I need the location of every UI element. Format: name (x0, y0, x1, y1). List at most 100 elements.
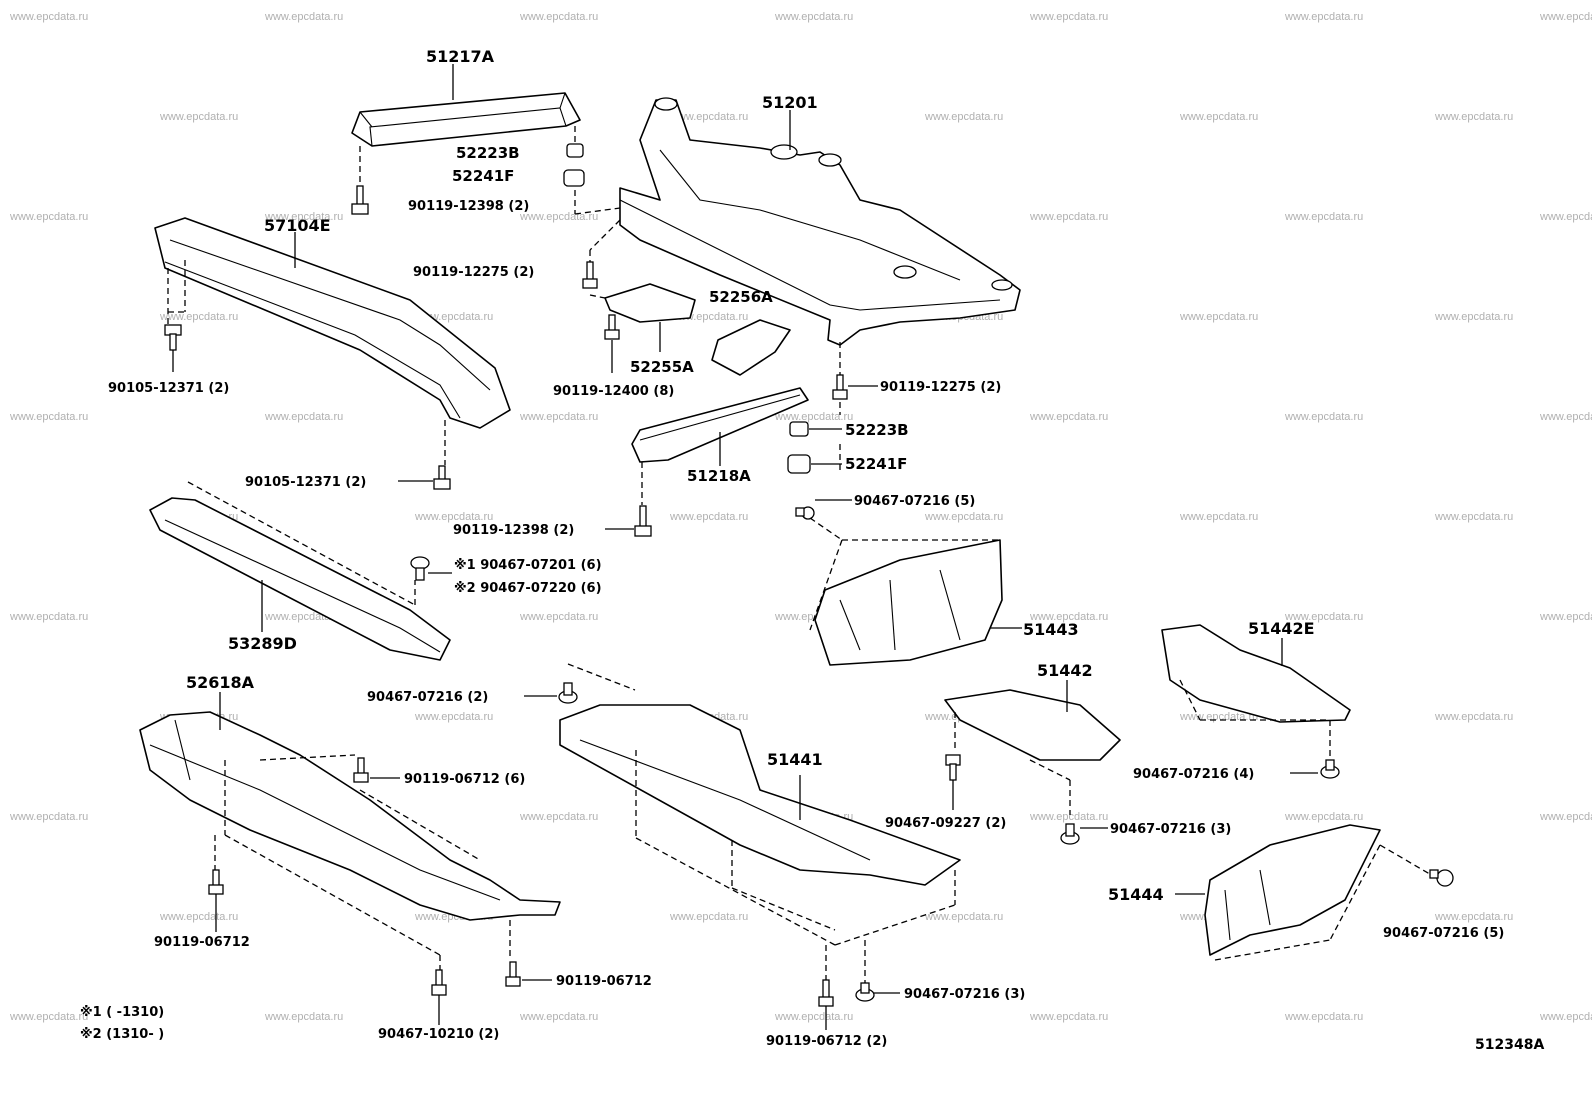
bolt-90105-12371-b (433, 465, 451, 490)
label-52223B-a: 52223B (456, 144, 520, 162)
label-90105-12371-b: 90105-12371 (2) (245, 475, 366, 490)
label-90119-12275-b: 90119-12275 (2) (880, 380, 1001, 395)
watermark-text: www.epcdata.ru (9, 1011, 88, 1023)
clip-90467-07216-e (558, 682, 578, 704)
clip-90467-07216-d (1429, 869, 1454, 887)
part-52618A-drawing[interactable] (139, 711, 561, 921)
part-51442E-drawing[interactable] (1161, 624, 1351, 723)
watermark-text: www.epcdata.ru (519, 1011, 598, 1023)
label-90119-06712-a: 90119-06712 (6) (404, 772, 525, 787)
watermark-text: www.epcdata.ru (519, 811, 598, 823)
part-53289D-drawing[interactable] (149, 497, 451, 661)
label-51201: 51201 (762, 93, 818, 112)
clip-90467-07216-b (1320, 759, 1340, 779)
part-51443-drawing[interactable] (814, 539, 1003, 666)
label-90467-09227: 90467-09227 (2) (885, 816, 1006, 831)
watermark-text: www.epcdata.ru (1284, 11, 1363, 23)
bolt-90119-06712-b (208, 869, 224, 895)
note-2: ※2 (1310- ) (80, 1027, 164, 1042)
bolt-90119-12398-a (351, 185, 369, 215)
label-52223B-b: 52223B (845, 421, 909, 439)
watermark-text: www.epcdata.ru (9, 411, 88, 423)
watermark-text: www.epcdata.ru (1539, 411, 1592, 423)
part-51444-drawing[interactable] (1204, 824, 1381, 956)
label-90119-12400: 90119-12400 (8) (553, 384, 674, 399)
watermark-text: www.epcdata.ru (1179, 511, 1258, 523)
watermark-text: www.epcdata.ru (1539, 1011, 1592, 1023)
fastener-52241F-a (563, 169, 585, 187)
watermark-text: www.epcdata.ru (519, 411, 598, 423)
watermark-text: www.epcdata.ru (1434, 511, 1513, 523)
label-90467-10210: 90467-10210 (2) (378, 1027, 499, 1042)
watermark-text: www.epcdata.ru (774, 11, 853, 23)
label-90119-12398-a: 90119-12398 (2) (408, 199, 529, 214)
label-90467-07201: ※1 90467-07201 (6) (454, 558, 602, 573)
watermark-text: www.epcdata.ru (159, 111, 238, 123)
watermark-text: www.epcdata.ru (1539, 611, 1592, 623)
watermark-text: www.epcdata.ru (1179, 311, 1258, 323)
clip-90467-07216-f (855, 982, 875, 1002)
bolt-90119-12400 (604, 314, 620, 340)
watermark-text: www.epcdata.ru (1284, 411, 1363, 423)
watermark-text: www.epcdata.ru (924, 911, 1003, 923)
part-51442-drawing[interactable] (944, 689, 1121, 761)
label-90119-06712-b: 90119-06712 (154, 935, 250, 950)
fastener-52223B-b (789, 421, 809, 437)
watermark-text: www.epcdata.ru (1284, 211, 1363, 223)
watermark-text: www.epcdata.ru (924, 511, 1003, 523)
label-51443: 51443 (1023, 620, 1079, 639)
label-90119-12398-b: 90119-12398 (2) (453, 523, 574, 538)
watermark-text: www.epcdata.ru (414, 511, 493, 523)
fastener-52241F-b (787, 454, 811, 474)
watermark-text: www.epcdata.ru (414, 711, 493, 723)
clip-90467-07216-c (1060, 823, 1080, 845)
part-51218A-drawing[interactable] (631, 387, 809, 463)
watermark-text: www.epcdata.ru (1434, 311, 1513, 323)
label-51217A: 51217A (426, 47, 495, 66)
note-1: ※1 ( -1310) (80, 1005, 164, 1020)
bolt-90119-12275-a (582, 261, 598, 289)
watermark-text: www.epcdata.ru (1029, 811, 1108, 823)
bolt-90119-06712-c (818, 979, 834, 1007)
watermark-text: www.epcdata.ru (1179, 111, 1258, 123)
part-52255A-drawing[interactable] (604, 283, 696, 323)
label-90467-07216-b: 90467-07216 (4) (1133, 767, 1254, 782)
watermark-text: www.epcdata.ru (924, 111, 1003, 123)
watermark-text: www.epcdata.ru (1434, 711, 1513, 723)
watermark-text: www.epcdata.ru (1539, 211, 1592, 223)
part-51441-drawing[interactable] (559, 704, 961, 886)
clip-90467-07201 (410, 556, 430, 581)
label-52241F-a: 52241F (452, 167, 514, 185)
part-51201-drawing[interactable] (619, 97, 1021, 346)
part-52256A-drawing[interactable] (711, 319, 791, 376)
watermark-text: www.epcdata.ru (9, 811, 88, 823)
watermark-text: www.epcdata.ru (1539, 11, 1592, 23)
clip-90467-07216-a (795, 506, 815, 520)
part-57104E-drawing[interactable] (154, 217, 511, 429)
label-90467-07216-f: 90467-07216 (3) (904, 987, 1025, 1002)
label-51442: 51442 (1037, 661, 1093, 680)
watermark-text: www.epcdata.ru (1029, 211, 1108, 223)
watermark-text: www.epcdata.ru (1434, 911, 1513, 923)
watermark-text: www.epcdata.ru (774, 1011, 853, 1023)
label-90467-07216-c: 90467-07216 (3) (1110, 822, 1231, 837)
label-52255A: 52255A (630, 358, 694, 376)
reference-code: 512348A (1475, 1037, 1544, 1053)
label-52256A: 52256A (709, 288, 773, 306)
label-51441: 51441 (767, 750, 823, 769)
bolt-90467-09227 (945, 754, 961, 781)
watermark-text: www.epcdata.ru (1029, 1011, 1108, 1023)
label-90119-12275-a: 90119-12275 (2) (413, 265, 534, 280)
label-52618A: 52618A (186, 673, 255, 692)
watermark-text: www.epcdata.ru (9, 11, 88, 23)
watermark-text: www.epcdata.ru (1284, 611, 1363, 623)
watermark-text: www.epcdata.ru (1284, 1011, 1363, 1023)
part-51217A-drawing[interactable] (351, 92, 581, 147)
watermark-text: www.epcdata.ru (519, 11, 598, 23)
fastener-52223B-a (566, 143, 584, 158)
watermark-text: www.epcdata.ru (1284, 811, 1363, 823)
label-51442E: 51442E (1248, 619, 1315, 638)
bolt-90119-06712-d (505, 961, 521, 987)
